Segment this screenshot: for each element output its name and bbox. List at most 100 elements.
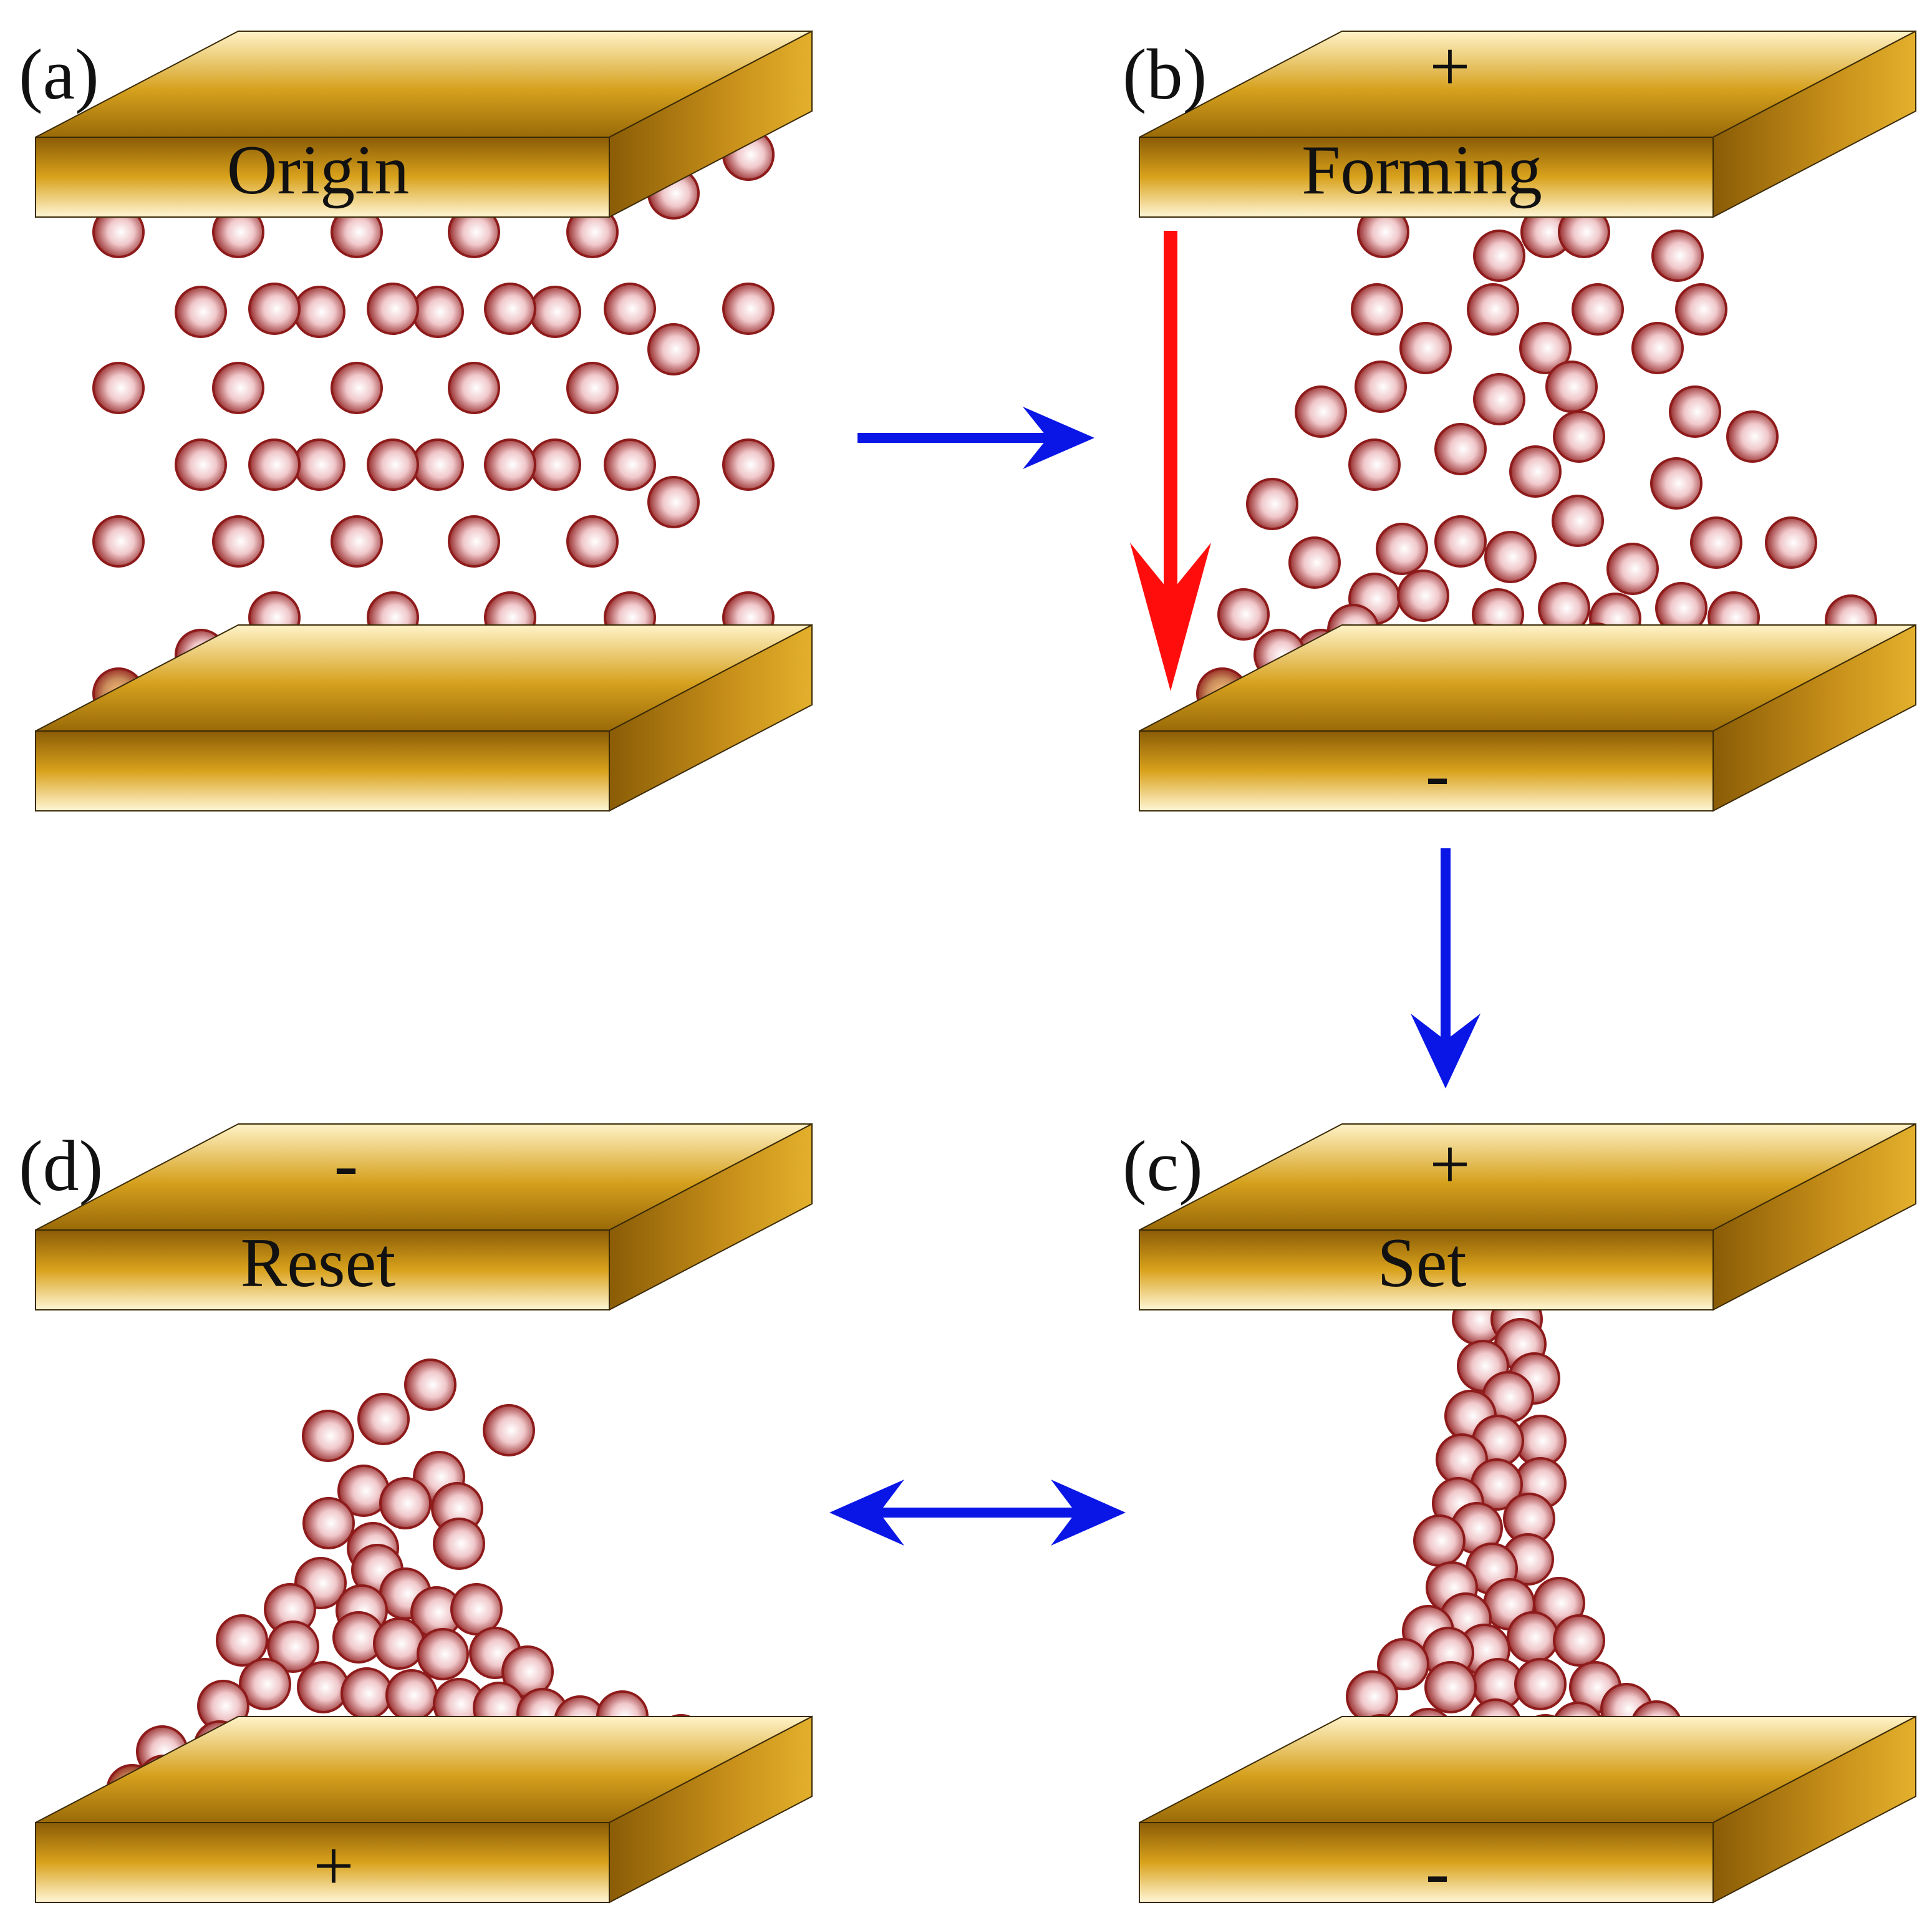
ion-origin [248,283,301,335]
ion-origin [293,438,345,491]
ion-origin [412,286,464,338]
ion-forming [1399,322,1452,374]
ion-origin [92,362,145,414]
ion-forming [1348,438,1401,491]
ion-origin [412,438,464,491]
ion-reset [433,1518,485,1570]
ion-forming [1434,423,1487,475]
ion-reset [302,1497,355,1549]
ion-forming [1509,445,1562,498]
ion-forming [1669,385,1721,438]
ion-forming [1552,495,1604,547]
ion-reset [302,1410,354,1462]
electrode-top-a [35,30,813,218]
ion-forming [1467,283,1519,336]
ion-forming [1434,515,1487,568]
ion-origin [566,515,619,568]
polarity-bottom-set: - [1426,1833,1450,1912]
ion-forming [1545,361,1598,413]
ion-origin [529,438,581,491]
polarity-top-set: + [1429,1125,1470,1204]
ion-reset [216,1614,268,1667]
ion-origin [448,362,500,414]
ion-forming [1217,588,1270,641]
ion-origin [212,362,264,414]
panel-label-b: (b) [1123,35,1207,115]
ion-origin [604,283,656,335]
ion-origin [175,286,227,338]
state-label-reset: Reset [241,1224,396,1302]
electrode-top-c [1139,1123,1916,1311]
ion-forming [1397,569,1449,622]
ion-reset [379,1477,432,1529]
electrode-bottom-d [35,1715,813,1904]
ion-origin [175,438,227,491]
polarity-top-forming: + [1429,27,1470,107]
ion-forming [1675,283,1727,336]
ion-origin [647,476,700,528]
ion-forming [1484,531,1537,583]
ion-reset [239,1658,291,1710]
ion-forming [1473,230,1525,282]
electrode-top-d-front-face [35,1229,610,1310]
electrode-top-d [35,1123,813,1311]
state-label-set: Set [1377,1224,1466,1302]
ion-origin [448,515,500,568]
ion-set [1514,1658,1567,1710]
ion-origin [248,438,301,491]
ion-forming [1351,283,1403,336]
ion-origin [212,515,264,568]
ion-forming [1519,322,1572,374]
ion-forming [1690,516,1742,569]
ion-origin [293,286,345,338]
ion-forming [1295,385,1347,438]
ion-forming [1765,516,1817,569]
electrode-top-b-front-face [1139,137,1714,218]
ion-forming [1606,543,1659,595]
ion-forming [1376,523,1428,575]
ion-forming [1553,410,1605,463]
panel-label-d: (d) [19,1126,103,1206]
ion-reset [341,1667,393,1720]
electrode-bottom-c-front-face [1139,1822,1714,1903]
ion-set [1413,1514,1466,1567]
ion-origin [92,515,145,568]
ion-reset [373,1617,425,1670]
electrode-bottom-c [1139,1715,1916,1904]
ion-forming [1288,536,1341,589]
ion-reset [483,1404,535,1456]
electrode-layer [35,30,1916,1904]
ion-forming [1355,361,1407,413]
ion-origin [647,323,700,375]
electrode-bottom-b [1139,624,1916,812]
ion-forming [1651,230,1704,282]
right-arrow-icon [857,407,1094,469]
electrode-bottom-d-front-face [35,1822,610,1903]
electrode-top-b [1139,30,1916,218]
electrode-top-c-front-face [1139,1229,1714,1310]
ion-layer [92,128,1877,1866]
ion-origin [722,438,775,491]
ion-set [1346,1670,1398,1723]
ion-origin [331,515,383,568]
down-arrow-icon [1411,848,1480,1088]
ion-origin [529,286,581,338]
ion-forming [1631,322,1684,374]
polarity-bottom-forming: - [1426,735,1450,815]
ion-reset [267,1620,319,1673]
ion-reset [357,1393,410,1445]
electrode-bottom-a [35,624,813,812]
polarity-top-reset: - [334,1125,359,1204]
ion-origin [566,362,619,414]
electrode-bottom-a-front-face [35,730,610,811]
ion-set [1553,1614,1605,1667]
ion-reset [297,1661,349,1713]
electrode-top-a-front-face [35,137,610,218]
panel-label-a: (a) [19,35,99,115]
ion-forming [1650,457,1703,510]
ion-origin [484,283,536,335]
ion-set [1507,1611,1559,1664]
ion-forming [1572,283,1624,336]
